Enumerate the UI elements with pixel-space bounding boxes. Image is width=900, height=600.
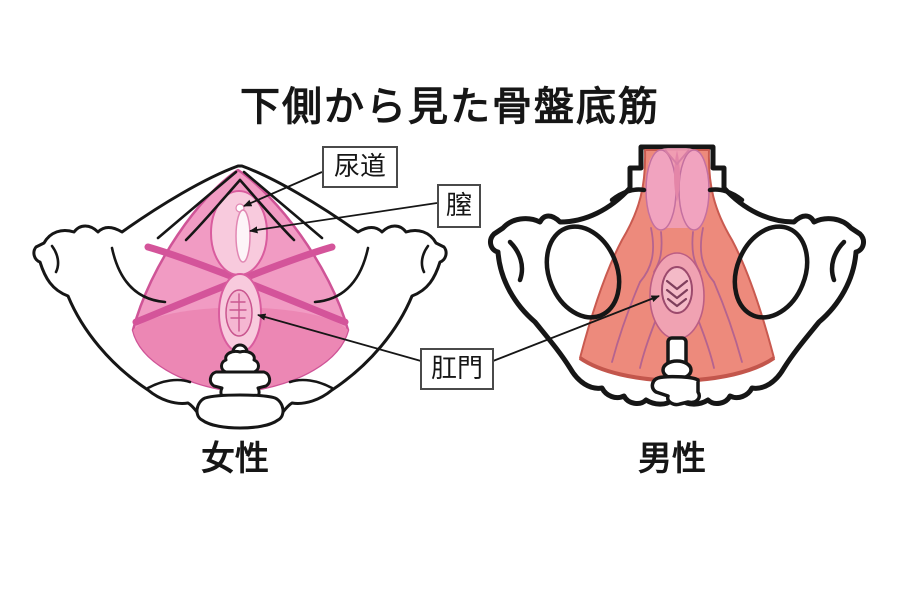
male-coccyx bbox=[650, 336, 701, 407]
annotation-line-urethra bbox=[243, 171, 323, 207]
male-bulb-structures bbox=[645, 148, 710, 231]
male-figure bbox=[488, 144, 866, 407]
annotation-line-anus-female bbox=[257, 313, 422, 362]
female-figure bbox=[32, 164, 448, 430]
anus-label-text: 肛門 bbox=[430, 354, 483, 384]
vaginal-opening bbox=[235, 209, 251, 263]
anus-label: 肛門 bbox=[420, 348, 494, 390]
annotation-line-anus-male bbox=[492, 295, 660, 362]
urethra-label: 尿道 bbox=[322, 146, 398, 188]
male-anus bbox=[649, 252, 705, 340]
vagina-label: 膣 bbox=[437, 184, 481, 228]
female-anus bbox=[218, 273, 262, 353]
caption-male: 男性 bbox=[638, 439, 706, 479]
male-bone-details bbox=[507, 187, 847, 320]
female-urogenital-opening bbox=[210, 190, 268, 276]
male-muscle-fibers bbox=[611, 227, 743, 369]
urethra-label-text: 尿道 bbox=[333, 152, 386, 182]
caption-female: 女性 bbox=[201, 439, 269, 479]
page-title: 下側から見た骨盤底筋 bbox=[240, 84, 660, 130]
annotation-lines bbox=[243, 171, 660, 362]
female-bone-details bbox=[50, 170, 430, 390]
vagina-label-text: 膣 bbox=[445, 191, 472, 221]
annotation-line-vagina bbox=[249, 202, 438, 234]
female-coccyx bbox=[195, 343, 285, 430]
